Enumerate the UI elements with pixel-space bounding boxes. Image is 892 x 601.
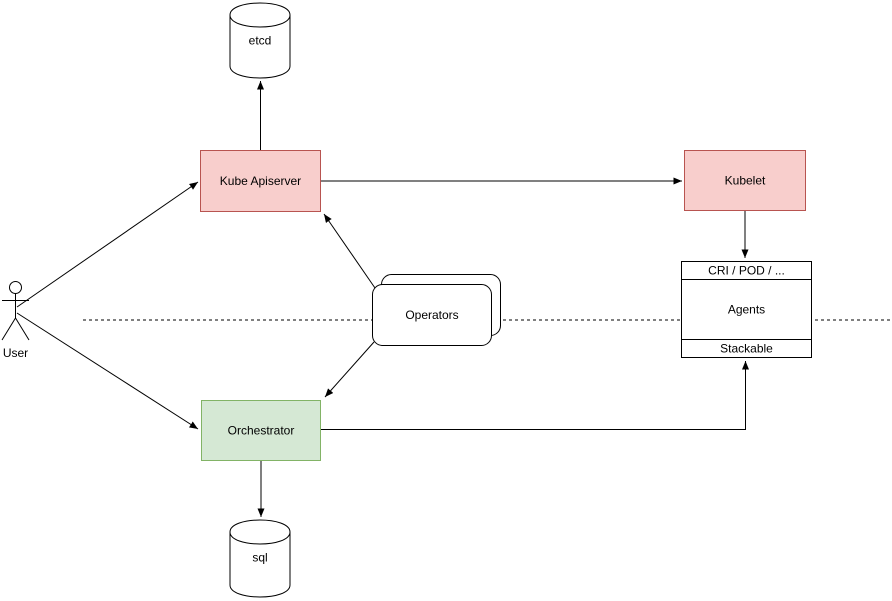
- orchestrator-label: Orchestrator: [228, 424, 295, 438]
- edge-user-to-orchestrator: [16, 312, 199, 430]
- operators-front-card: [372, 284, 492, 346]
- kubelet-box: [684, 150, 806, 211]
- node-kubelet: Kubelet: [684, 150, 806, 211]
- user-actor-head-icon: [9, 281, 22, 294]
- etcd-cylinder-icon: [229, 2, 291, 79]
- agents-footer-label: Stackable: [720, 342, 773, 356]
- node-agents-stack: CRI / POD / ... Agents Stackable: [681, 261, 812, 358]
- operators-label: Operators: [405, 308, 458, 322]
- node-operators: Operators: [372, 274, 501, 346]
- sql-label: sql: [252, 551, 267, 565]
- kubelet-label: Kubelet: [725, 174, 766, 188]
- kube-apiserver-label: Kube Apiserver: [220, 174, 301, 188]
- etcd-cylinder-rim: [229, 14, 291, 28]
- node-user: User: [1, 281, 30, 360]
- agents-header-label: CRI / POD / ...: [708, 264, 785, 278]
- edge-operators-to-kube-apiserver: [323, 213, 376, 289]
- agents-body-label: Agents: [728, 303, 765, 317]
- kube-apiserver-box: [200, 150, 321, 212]
- edge-user-to-kube-apiserver: [16, 181, 199, 308]
- etcd-label: etcd: [249, 34, 272, 48]
- sql-cylinder-icon: [229, 519, 291, 598]
- edge-operators-to-orchestrator: [324, 341, 375, 398]
- orchestrator-box: [201, 400, 321, 461]
- agents-stack-dividers: [681, 279, 812, 340]
- agents-stack-box: [681, 261, 812, 358]
- node-kube-apiserver: Kube Apiserver: [200, 150, 321, 212]
- user-label: User: [3, 346, 28, 360]
- user-actor-body-icon: [1, 293, 30, 341]
- node-etcd: etcd: [229, 2, 291, 79]
- node-orchestrator: Orchestrator: [201, 400, 321, 461]
- sql-cylinder-rim: [229, 531, 291, 545]
- edge-orchestrator-to-stackable: [321, 361, 749, 430]
- node-sql: sql: [229, 519, 291, 598]
